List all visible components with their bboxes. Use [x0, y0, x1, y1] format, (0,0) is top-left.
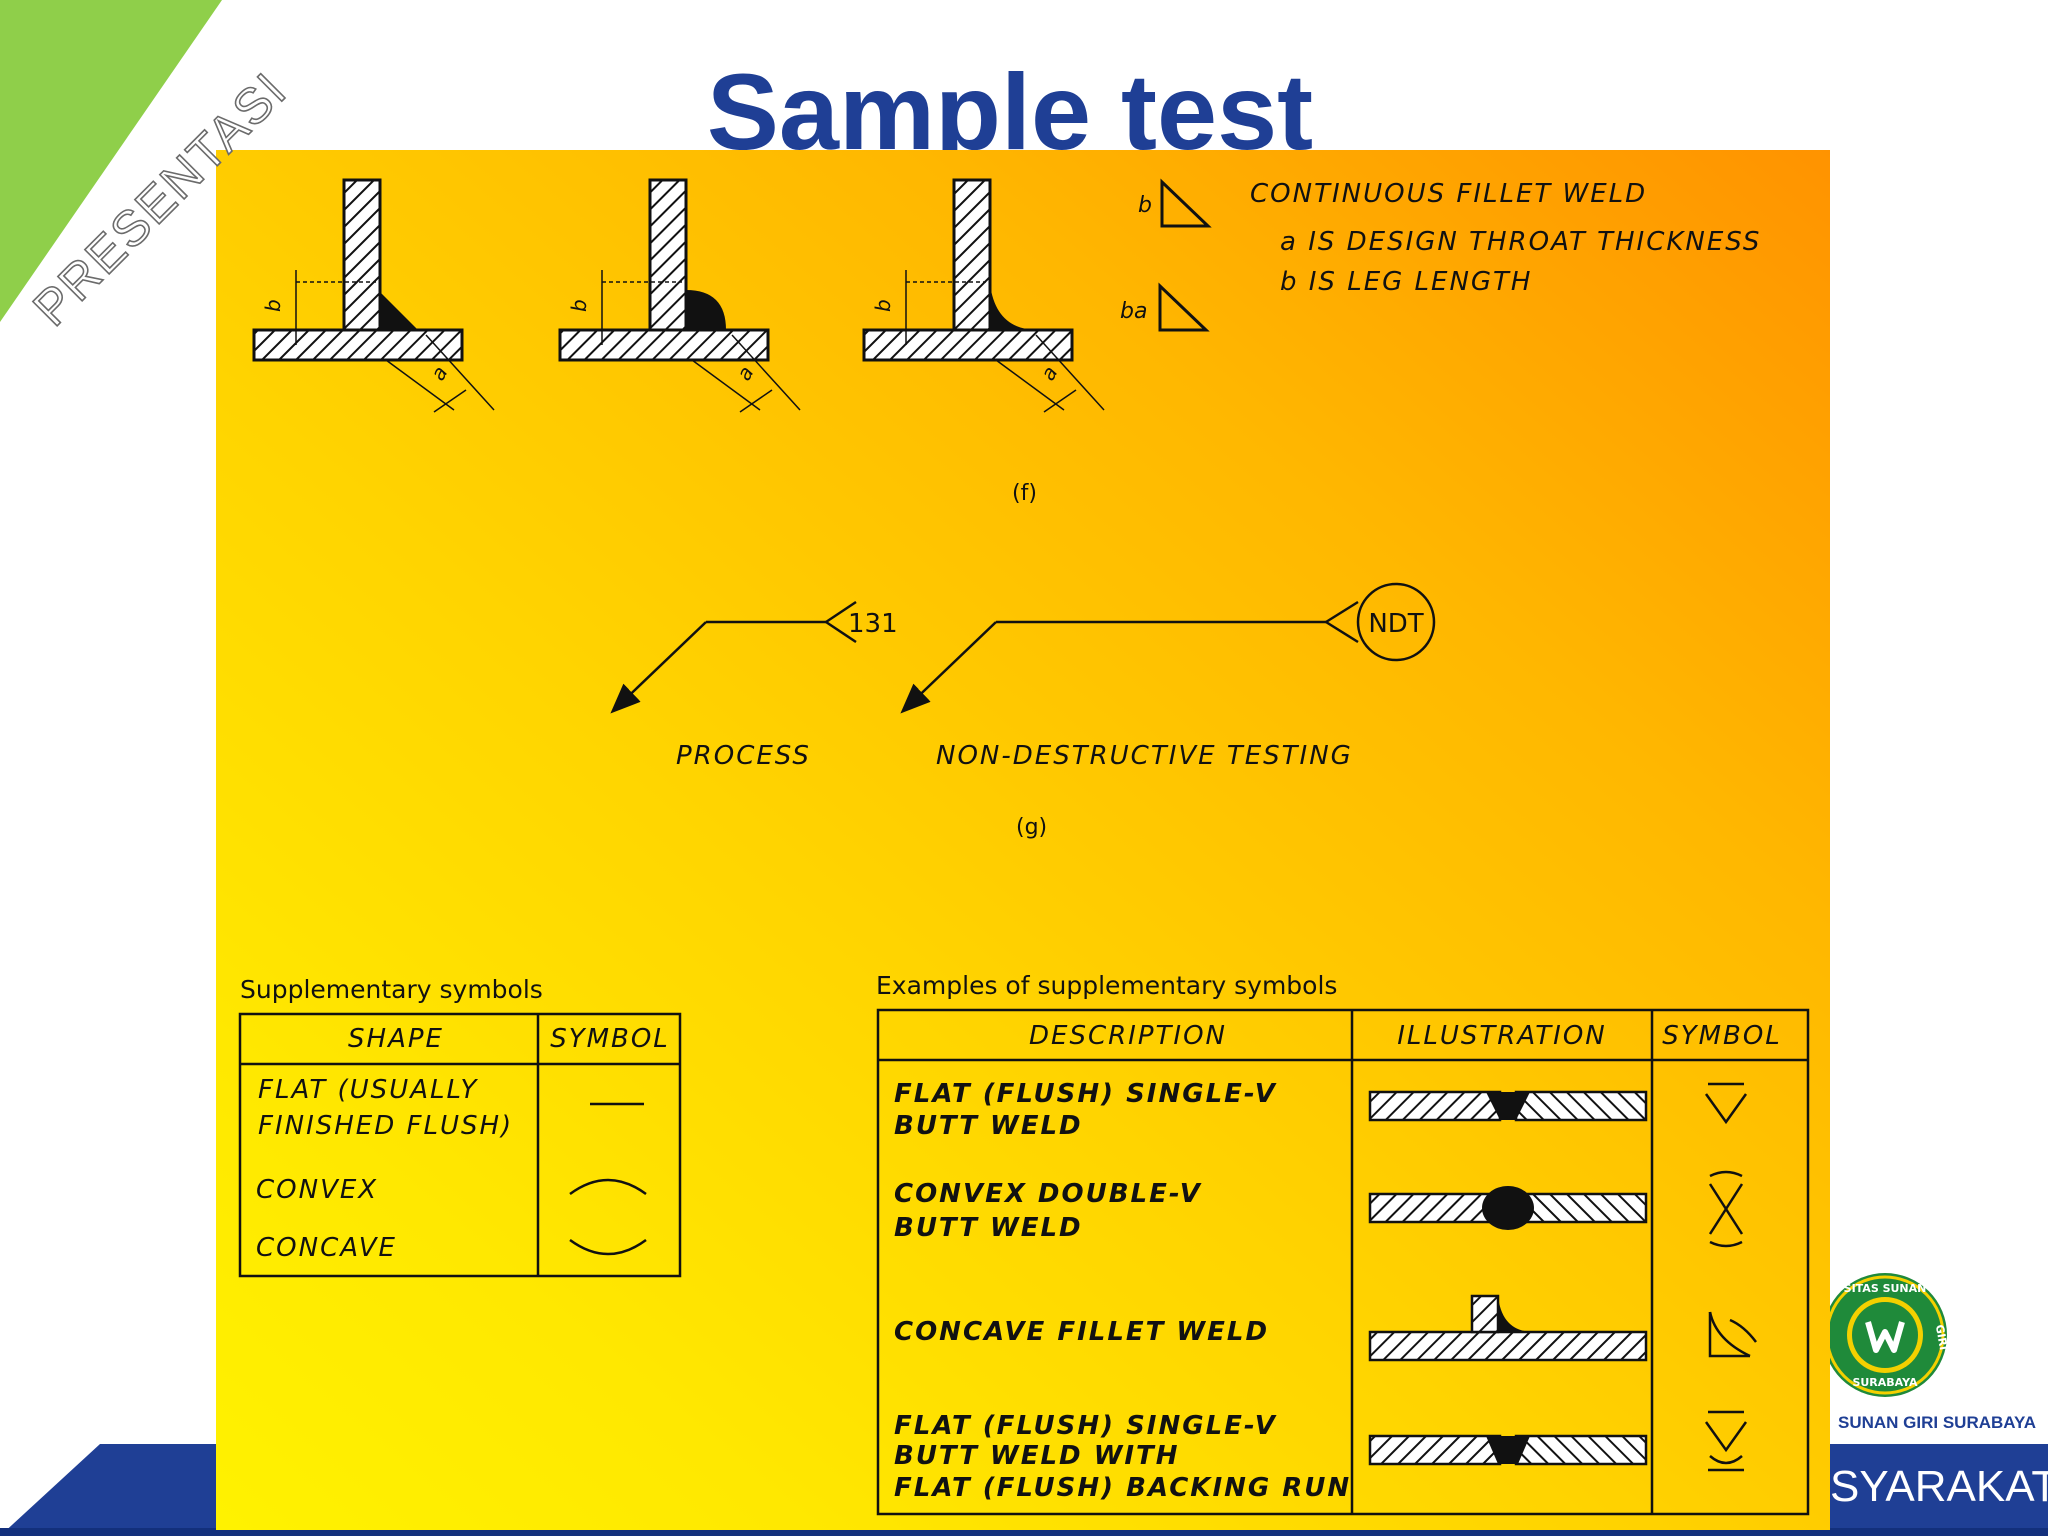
fillet-legend-title: CONTINUOUS FILLET WELD [1250, 179, 1647, 209]
fillet-joint-concave: b a [862, 178, 1105, 413]
concave-symbol [569, 1238, 647, 1256]
supp-row-flat-line1: FLAT (USUALLY [258, 1075, 478, 1105]
symbol-b-label: b [1138, 193, 1152, 218]
joint2-throat-label: a [732, 362, 759, 385]
ex-row4-illustration [1368, 1434, 1648, 1466]
convex-symbol [569, 1178, 647, 1196]
ex-row2-line2: BUTT WELD [894, 1213, 1083, 1243]
logo-ring-bottom: SURABAYA [1852, 1376, 1918, 1389]
fillet-joint-flat: b a [252, 178, 495, 413]
ex-row2-line1: CONVEX DOUBLE-V [894, 1179, 1202, 1209]
ex-row1-line1: FLAT (FLUSH) SINGLE-V [894, 1079, 1277, 1109]
slide-title: Sample test [706, 51, 1314, 172]
fillet-joint-convex: b a [558, 178, 801, 413]
supp-header-symbol: SYMBOL [550, 1024, 670, 1054]
ex-row4-line3: FLAT (FLUSH) BACKING RUN [894, 1473, 1351, 1503]
supplementary-title: Supplementary symbols [240, 975, 543, 1004]
ex-header-illustration: ILLUSTRATION [1397, 1021, 1606, 1051]
logo-caption: SUNAN GIRI SURABAYA [1838, 1413, 2037, 1432]
ndt-label: NDT [1368, 609, 1423, 639]
fillet-legend-a: a IS DESIGN THROAT THICKNESS [1280, 227, 1761, 257]
ex-row1-line2: BUTT WELD [894, 1111, 1083, 1141]
footer-band-text: SYARAKAT [1830, 1462, 2048, 1511]
fillet-legend-b: b IS LEG LENGTH [1280, 267, 1532, 297]
fillet-symbols: b ba [1120, 178, 1212, 332]
joint2-leg-label: b [567, 299, 591, 312]
caption-f: (f) [1012, 481, 1037, 506]
supplementary-table [238, 1012, 682, 1278]
process-number: 131 [848, 609, 898, 639]
logo-ring-top: SITAS SUNAN [1844, 1282, 1927, 1295]
joint1-throat-label: a [426, 362, 453, 385]
ex-row4-symbol [1704, 1410, 1748, 1472]
ex-row2-illustration [1368, 1186, 1648, 1230]
process-reference: 131 [610, 600, 898, 714]
examples-table [876, 1008, 1810, 1516]
ex-header-symbol: SYMBOL [1662, 1021, 1782, 1051]
logo-ring-right: GIRI [1933, 1324, 1950, 1352]
joint3-leg-label: b [871, 299, 895, 312]
process-caption: PROCESS [676, 741, 811, 771]
joint1-leg-label: b [261, 299, 285, 312]
supp-row-convex: CONVEX [256, 1175, 378, 1205]
ex-row3-symbol [1708, 1311, 1757, 1358]
supp-row-flat-line2: FINISHED FLUSH) [258, 1111, 513, 1141]
ex-row4-line2: BUTT WELD WITH [894, 1441, 1180, 1471]
ndt-caption: NON-DESTRUCTIVE TESTING [936, 741, 1353, 771]
examples-title: Examples of supplementary symbols [876, 971, 1337, 1000]
university-logo: SITAS SUNAN GIRI SURABAYA [1823, 1273, 1950, 1397]
figure-drawing: b a b a [238, 178, 1810, 1516]
ex-row1-illustration [1368, 1090, 1648, 1122]
ex-row1-symbol [1704, 1082, 1748, 1125]
ex-row3-illustration [1368, 1294, 1648, 1362]
ex-row3-line1: CONCAVE FILLET WELD [894, 1317, 1269, 1347]
supp-row-concave: CONCAVE [256, 1233, 397, 1263]
ex-row4-line1: FLAT (FLUSH) SINGLE-V [894, 1411, 1277, 1441]
ex-row2-symbol [1708, 1170, 1744, 1248]
ndt-reference: NDT [900, 582, 1436, 714]
caption-g: (g) [1016, 815, 1047, 840]
weld-symbols-figure: b a b a [216, 150, 1830, 1530]
symbol-ba-label: ba [1120, 299, 1147, 324]
ex-header-description: DESCRIPTION [1029, 1021, 1227, 1051]
joint3-throat-label: a [1036, 362, 1063, 385]
supp-header-shape: SHAPE [348, 1024, 444, 1054]
